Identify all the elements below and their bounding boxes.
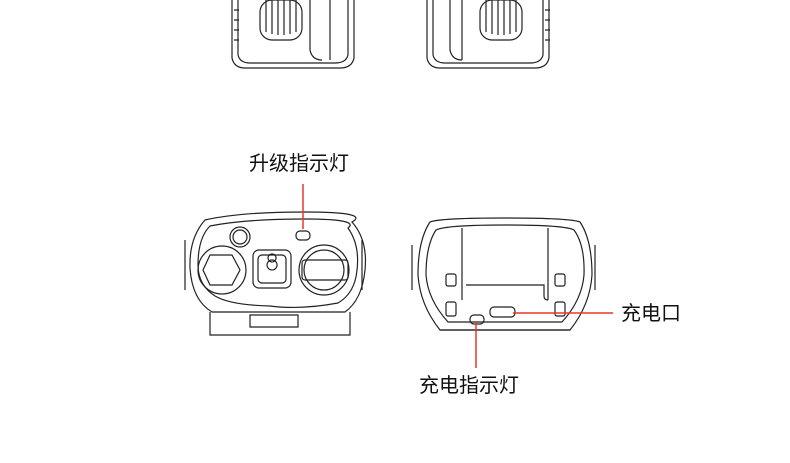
device-bottom-view — [411, 217, 596, 331]
label-upgrade-indicator: 升级指示灯 — [249, 151, 349, 175]
device-top-view — [184, 211, 367, 336]
label-charging-port: 充电口 — [621, 301, 681, 325]
device-top-left-partial — [231, 0, 355, 69]
label-charging-indicator: 充电指示灯 — [419, 373, 519, 397]
device-top-right-partial — [426, 0, 550, 69]
